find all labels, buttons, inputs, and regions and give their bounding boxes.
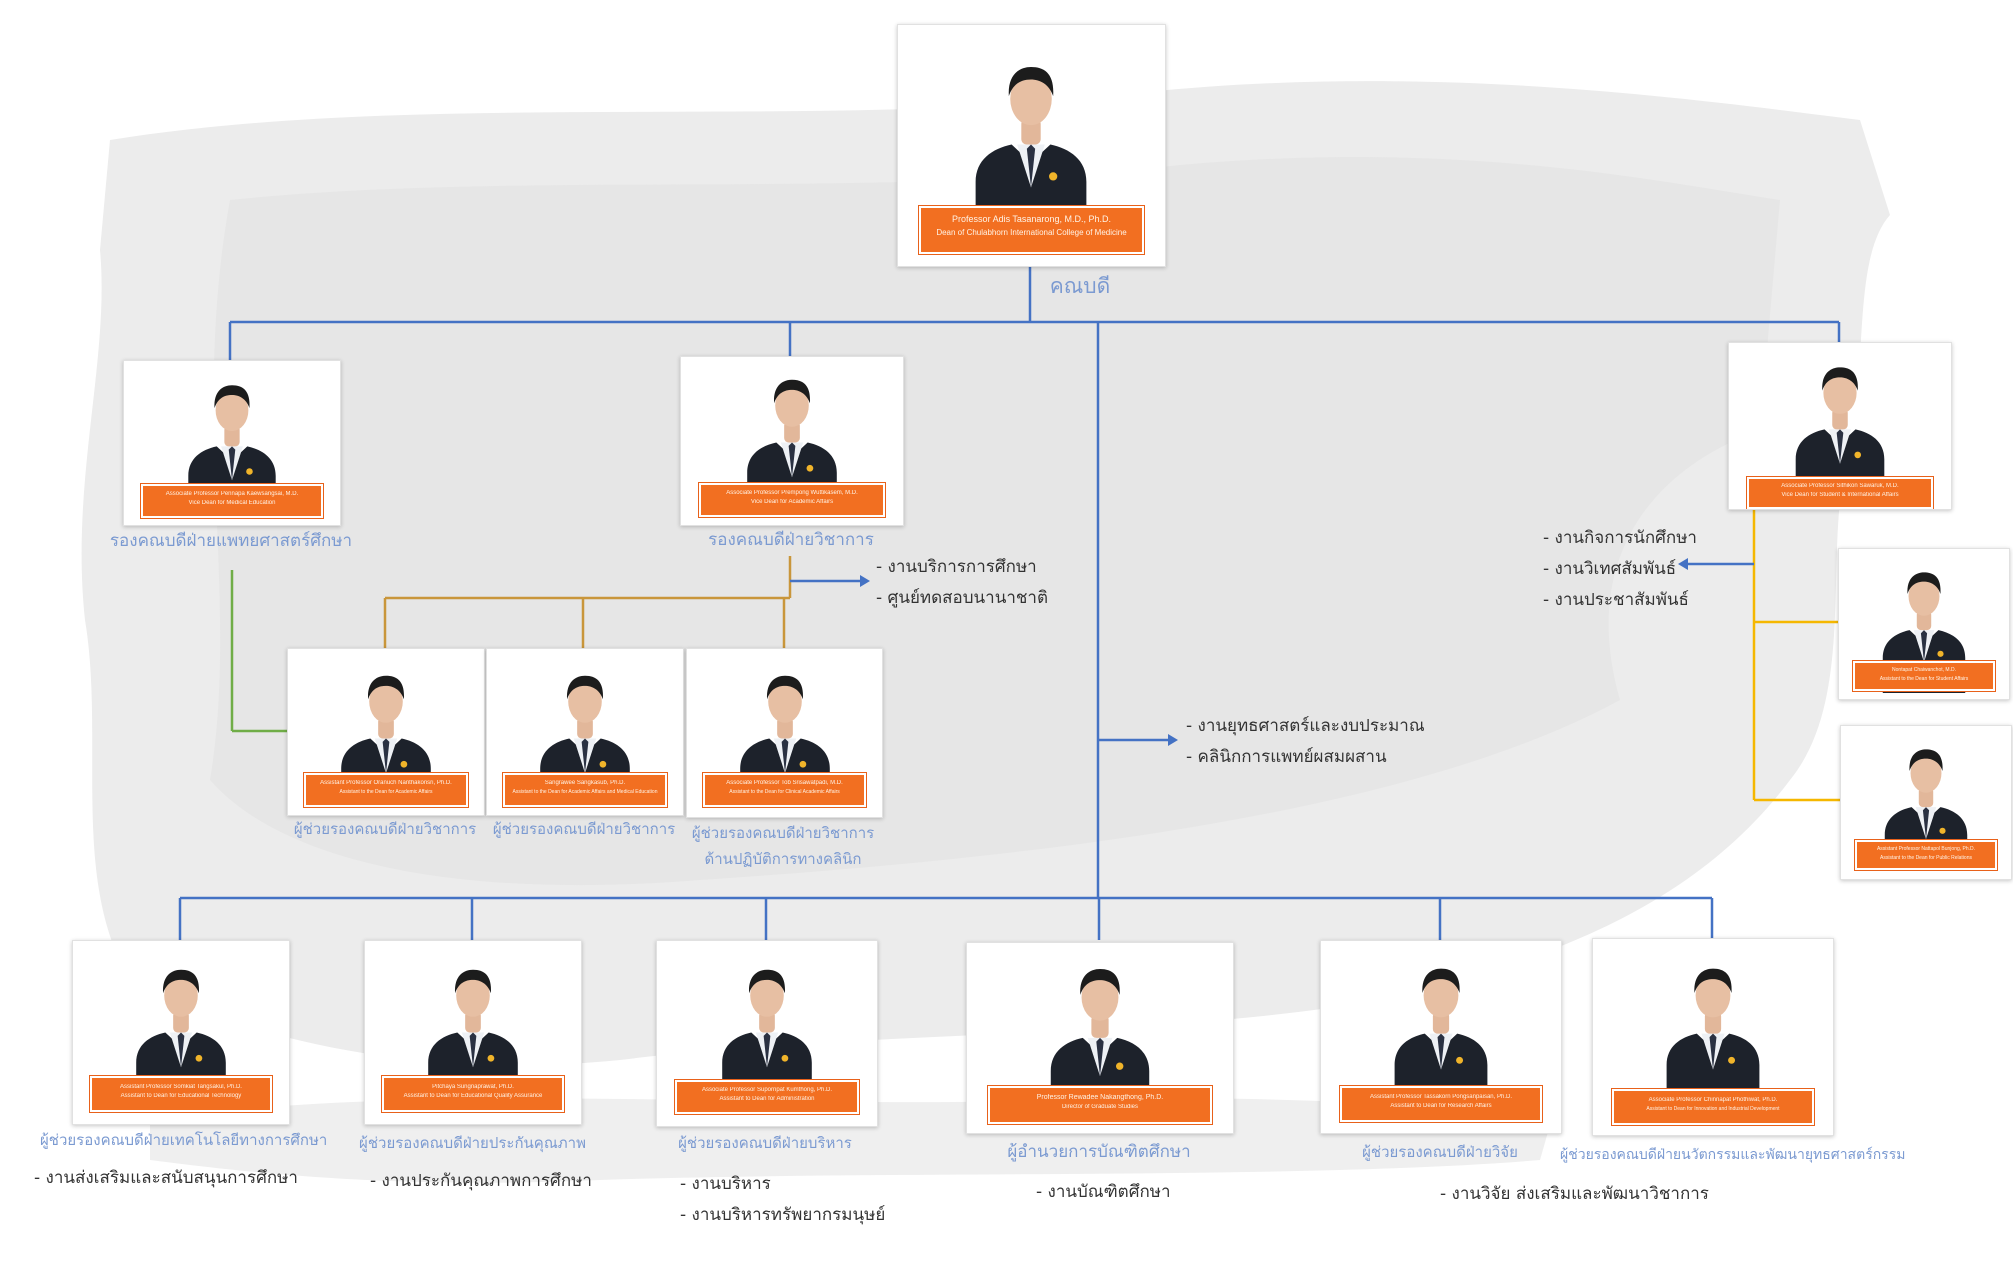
- academic-assistant-3-card: Associate Professor Tob Srisawatpadi, M.…: [686, 648, 883, 818]
- vice-dean-student-affairs-card: Associate Professor Sithikon Sawaruk, M.…: [1728, 342, 1952, 510]
- vice-dean-student-affairs-name: Associate Professor Sithikon Sawaruk, M.…: [1781, 483, 1899, 489]
- assistant-edtech-title: Assistant to Dean for Educational Techno…: [120, 1093, 242, 1099]
- assistant-administration-name: Associate Professor Supornpat Kumthong, …: [701, 1087, 833, 1093]
- central-branch-arrow: [1168, 734, 1178, 746]
- vice-dean-academic-title: Vice Dean for Academic Affairs: [750, 499, 834, 505]
- academic-assistant-2-name: Sangrawee Sangkasub, Ph.D.: [544, 780, 626, 786]
- academic-assistant-1-card: Assistant Professor Oranuch Nanthakonsri…: [287, 648, 485, 816]
- student-units-arrow: [1678, 558, 1688, 570]
- assistant-research-card: Assistant Professor Tassakorn Pongsanpai…: [1320, 940, 1562, 1134]
- assistant-administration-title: Assistant to Dean for Administration: [719, 1096, 815, 1102]
- assistant-quality-card: Pitchaya Sungnaprawat, Ph.D. Assistant t…: [364, 940, 582, 1125]
- assistant-quality-caption: ผู้ช่วยรองคณบดีฝ่ายประกันคุณภาพ: [359, 1134, 586, 1152]
- assistant-innovation-name-plate: Associate Professor Chinnapat Phothiwat,…: [1611, 1088, 1815, 1126]
- assistant-edtech-name-plate: Assistant Professor Somkiat Tangsakul, P…: [89, 1075, 273, 1113]
- graduate-director-name-plate: Professor Rewadee Nakangthong, Ph.D. Dir…: [987, 1085, 1213, 1125]
- assistant-research-caption: ผู้ช่วยรองคณบดีฝ่ายวิจัย: [1362, 1143, 1518, 1161]
- assistant-edtech-name: Assistant Professor Somkiat Tangsakul, P…: [120, 1084, 242, 1090]
- assistant-innovation-caption: ผู้ช่วยรองคณบดีฝ่ายนวัตกรรมและพัฒนายุทธศ…: [1560, 1147, 1906, 1163]
- student-unit-3: - งานประชาสัมพันธ์: [1543, 590, 1689, 610]
- academic-assistant-2-card: Sangrawee Sangkasub, Ph.D. Assistant to …: [486, 648, 684, 816]
- student-unit-2: - งานวิเทศสัมพันธ์: [1543, 559, 1677, 579]
- student-assistant-2-title: Assistant to the Dean for Public Relatio…: [1880, 855, 1972, 861]
- vice-dean-student-affairs-name-plate: Associate Professor Sithikon Sawaruk, M.…: [1745, 476, 1935, 509]
- dean-card: Professor Adis Tasanarong, M.D., Ph.D. D…: [897, 24, 1166, 267]
- assistant-administration-caption: ผู้ช่วยรองคณบดีฝ่ายบริหาร: [678, 1134, 852, 1152]
- assistant-research-title: Assistant to Dean for Research Affairs: [1390, 1103, 1492, 1109]
- vice-dean-medical-education-card: Associate Professor Pennapa Kaewsangsai,…: [123, 360, 341, 526]
- academic-assistant-3-caption: ผู้ช่วยรองคณบดีฝ่ายวิชาการ ด้านปฏิบัติกา…: [691, 824, 875, 868]
- assistant-innovation-title: Assistant to Dean for Innovation and Ind…: [1646, 1106, 1780, 1112]
- graduate-director-caption: ผู้อำนวยการบัณฑิตศึกษา: [1007, 1142, 1191, 1162]
- graduate-director-duty-1: - งานบัณฑิตศึกษา: [1036, 1182, 1171, 1202]
- graduate-director-name: Professor Rewadee Nakangthong, Ph.D.: [1036, 1094, 1164, 1101]
- assistant-quality-title: Assistant to Dean for Educational Qualit…: [403, 1093, 543, 1099]
- assistant-edtech-duty-1: - งานส่งเสริมและสนับสนุนการศึกษา: [34, 1168, 298, 1188]
- dean-caption: คณบดี: [1049, 274, 1111, 298]
- vice-dean-medical-education-title: Vice Dean for Medical Education: [188, 500, 276, 506]
- student-assistant-1-card: Nontapat Chaiwanchot, M.D. Assistant to …: [1838, 548, 2010, 700]
- student-assistant-2-name-plate: Assistant Professor Nattapol Bunjong, Ph…: [1853, 839, 1999, 871]
- vice-dean-medical-education-name-plate: Associate Professor Pennapa Kaewsangsai,…: [140, 483, 324, 519]
- vice-dean-student-affairs-title: Vice Dean for Student & International Af…: [1781, 492, 1899, 498]
- student-assistant-1-title: Assistant to the Dean for Student Affair…: [1879, 676, 1969, 682]
- academic-assistant-2-caption: ผู้ช่วยรองคณบดีฝ่ายวิชาการ: [492, 820, 676, 838]
- dean-name: Professor Adis Tasanarong, M.D., Ph.D.: [952, 214, 1111, 224]
- academic-assistant-3-title: Assistant to the Dean for Clinical Acade…: [729, 789, 840, 795]
- vice-dean-academic-caption: รองคณบดีฝ่ายวิชาการ: [708, 530, 874, 550]
- assistant-edtech-caption: ผู้ช่วยรองคณบดีฝ่ายเทคโนโลยีทางการศึกษา: [40, 1131, 328, 1149]
- academic-assistant-1-name-plate: Assistant Professor Oranuch Nanthakonsri…: [302, 772, 470, 808]
- academic-assistant-3-name-plate: Associate Professor Tob Srisawatpadi, M.…: [701, 772, 868, 808]
- student-assistant-1-name-plate: Nontapat Chaiwanchot, M.D. Assistant to …: [1851, 660, 1997, 692]
- student-assistant-2-card: Assistant Professor Nattapol Bunjong, Ph…: [1840, 725, 2012, 880]
- assistant-research-duty-1: - งานวิจัย ส่งเสริมและพัฒนาวิชาการ: [1440, 1184, 1709, 1204]
- assistant-administration-name-plate: Associate Professor Supornpat Kumthong, …: [673, 1079, 861, 1115]
- vice-dean-academic-card: Associate Professor Prempong Wuttikasem,…: [680, 356, 904, 526]
- student-assistant-2-name: Assistant Professor Nattapol Bunjong, Ph…: [1876, 846, 1976, 852]
- assistant-innovation-card: Associate Professor Chinnapat Phothiwat,…: [1592, 938, 1834, 1136]
- assistant-administration-duty-2: - งานบริหารทรัพยากรมนุษย์: [680, 1205, 886, 1225]
- vice-dean-academic-name-plate: Associate Professor Prempong Wuttikasem,…: [697, 482, 887, 518]
- academic-units-arrow: [860, 575, 870, 587]
- academic-assistant-3-name: Associate Professor Tob Srisawatpadi, M.…: [726, 780, 843, 786]
- vice-dean-medical-education-caption: รองคณบดีฝ่ายแพทยศาสตร์ศึกษา: [109, 531, 353, 551]
- student-unit-1: - งานกิจการนักศึกษา: [1543, 528, 1697, 548]
- graduate-director-card: Professor Rewadee Nakangthong, Ph.D. Dir…: [966, 942, 1234, 1134]
- assistant-quality-name: Pitchaya Sungnaprawat, Ph.D.: [432, 1084, 514, 1090]
- academic-unit-2: - ศูนย์ทดสอบนานาชาติ: [876, 588, 1048, 608]
- assistant-research-name-plate: Assistant Professor Tassakorn Pongsanpai…: [1339, 1085, 1543, 1123]
- assistant-edtech-card: Assistant Professor Somkiat Tangsakul, P…: [72, 940, 290, 1125]
- academic-assistant-1-caption: ผู้ช่วยรองคณบดีฝ่ายวิชาการ: [293, 820, 477, 838]
- assistant-research-name: Assistant Professor Tassakorn Pongsanpai…: [1370, 1094, 1512, 1100]
- vice-dean-medical-education-name: Associate Professor Pennapa Kaewsangsai,…: [165, 491, 299, 497]
- dean-title: Dean of Chulabhorn International College…: [936, 228, 1127, 237]
- academic-assistant-1-title: Assistant to the Dean for Academic Affai…: [339, 789, 433, 795]
- dean-name-plate: Professor Adis Tasanarong, M.D., Ph.D. D…: [918, 205, 1145, 255]
- vice-dean-academic-name: Associate Professor Prempong Wuttikasem,…: [726, 490, 858, 496]
- assistant-quality-name-plate: Pitchaya Sungnaprawat, Ph.D. Assistant t…: [381, 1075, 565, 1113]
- student-assistant-1-name: Nontapat Chaiwanchot, M.D.: [1892, 667, 1956, 673]
- central-unit-1: - งานยุทธศาสตร์และงบประมาณ: [1186, 716, 1425, 736]
- academic-assistant-1-name: Assistant Professor Oranuch Nanthakonsri…: [320, 780, 452, 786]
- academic-unit-1: - งานบริการการศึกษา: [876, 557, 1037, 577]
- assistant-innovation-name: Associate Professor Chinnapat Phothiwat,…: [1648, 1097, 1778, 1103]
- assistant-administration-card: Associate Professor Supornpat Kumthong, …: [656, 940, 878, 1127]
- central-unit-2: - คลินิกการแพทย์ผสมผสาน: [1186, 747, 1387, 767]
- assistant-quality-duty-1: - งานประกันคุณภาพการศึกษา: [370, 1171, 592, 1191]
- assistant-administration-duty-1: - งานบริหาร: [680, 1174, 771, 1194]
- academic-assistant-2-name-plate: Sangrawee Sangkasub, Ph.D. Assistant to …: [501, 772, 669, 808]
- graduate-director-title: Director of Graduate Studies: [1061, 1104, 1139, 1110]
- academic-assistant-2-title: Assistant to the Dean for Academic Affai…: [512, 789, 658, 795]
